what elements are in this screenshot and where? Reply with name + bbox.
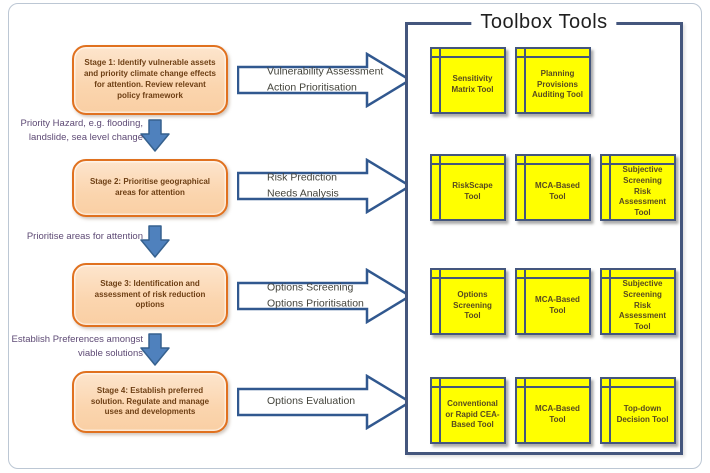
tool-label: Planning Provisions Auditing Tool [532, 68, 583, 100]
tool-label: MCA-Based Tool [535, 181, 580, 201]
tool-topbar [432, 386, 504, 388]
tool-box-riskscape: RiskScape Tool [430, 154, 506, 221]
tool-leftbar [439, 49, 441, 112]
tool-box-top-down-decision: Top-down Decision Tool [600, 377, 676, 444]
tool-box-subjective-screening: Subjective Screening Risk Assessment Too… [600, 154, 676, 221]
toolbox-row-2: RiskScape Tool MCA-Based Tool Subjective… [430, 154, 676, 221]
stage-box-3: Stage 3: Identification and assessment o… [72, 263, 228, 327]
tool-leftbar [439, 270, 441, 333]
down-arrow-icon [140, 119, 170, 153]
tool-box-planning-provisions: Planning Provisions Auditing Tool [515, 47, 591, 114]
tool-leftbar [524, 270, 526, 333]
tool-topbar [432, 56, 504, 58]
tool-label: MCA-Based Tool [535, 295, 580, 315]
tool-leftbar [439, 379, 441, 442]
tool-leftbar [524, 156, 526, 219]
process-arrow-3: Options Screening Options Prioritisation [237, 268, 412, 324]
stage-box-1: Stage 1: Identify vulnerable assets and … [72, 45, 228, 115]
down-arrow-icon [140, 225, 170, 259]
tool-topbar [517, 386, 589, 388]
process-arrow-4: Options Evaluation [237, 374, 412, 430]
tool-leftbar [609, 156, 611, 219]
stage-box-2: Stage 2: Prioritise geographical areas f… [72, 159, 228, 217]
process-arrow-label: Options Screening Options Prioritisation [267, 280, 364, 312]
process-arrow-label: Risk Prediction Needs Analysis [267, 170, 339, 202]
tool-label: MCA-Based Tool [535, 404, 580, 424]
process-arrow-label: Options Evaluation [267, 394, 355, 410]
toolbox-row-1: Sensitivity Matrix Tool Planning Provisi… [430, 47, 591, 114]
tool-label: Top-down Decision Tool [616, 404, 669, 424]
tool-box-options-screening: Options Screening Tool [430, 268, 506, 335]
tool-label: RiskScape Tool [452, 181, 493, 201]
tool-topbar [602, 163, 674, 165]
process-arrow-line1: Options Screening [267, 281, 354, 294]
tool-topbar [517, 277, 589, 279]
process-arrow-line2: Action Prioritisation [267, 81, 357, 93]
toolbox-row-3: Options Screening Tool MCA-Based Tool Su… [430, 268, 676, 335]
process-arrow-line1: Options Evaluation [267, 395, 356, 408]
process-arrow-line1: Vulnerability Assessment [267, 65, 384, 78]
tool-box-mca-based: MCA-Based Tool [515, 154, 591, 221]
tool-leftbar [609, 270, 611, 333]
tool-label: Subjective Screening Risk Assessment Too… [618, 279, 667, 332]
tool-topbar [517, 163, 589, 165]
tool-box-sensitivity-matrix: Sensitivity Matrix Tool [430, 47, 506, 114]
toolbox-row-4: Conventional or Rapid CEA-Based Tool MCA… [430, 377, 676, 444]
tool-label: Options Screening Tool [453, 289, 492, 321]
process-arrow-1: Vulnerability Assessment Action Prioriti… [237, 52, 412, 108]
tool-label: Subjective Screening Risk Assessment Too… [618, 165, 667, 218]
tool-box-mca-based: MCA-Based Tool [515, 377, 591, 444]
tool-leftbar [439, 156, 441, 219]
side-label-priority-hazard: Priority Hazard, e.g. flooding, landslid… [20, 118, 143, 143]
toolbox-frame: Toolbox Tools Sensitivity Matrix Tool Pl… [405, 11, 683, 455]
side-label-establish-preferences: Establish Preferences amongst viable sol… [11, 334, 143, 359]
process-arrow-line2: Options Prioritisation [267, 297, 364, 309]
tool-label: Conventional or Rapid CEA-Based Tool [445, 398, 500, 430]
down-arrow-icon [140, 333, 170, 367]
tool-label: Sensitivity Matrix Tool [451, 74, 494, 94]
tool-leftbar [609, 379, 611, 442]
side-label-prioritise-areas: Prioritise areas for attention [26, 231, 143, 242]
tool-topbar [602, 386, 674, 388]
tool-topbar [432, 277, 504, 279]
tool-leftbar [524, 379, 526, 442]
tool-topbar [602, 277, 674, 279]
tool-box-subjective-screening: Subjective Screening Risk Assessment Too… [600, 268, 676, 335]
tool-box-cea-based: Conventional or Rapid CEA-Based Tool [430, 377, 506, 444]
process-arrow-line2: Needs Analysis [267, 187, 339, 199]
process-arrow-label: Vulnerability Assessment Action Prioriti… [267, 64, 383, 96]
tool-topbar [517, 56, 589, 58]
tool-leftbar [524, 49, 526, 112]
toolbox-title: Toolbox Tools [471, 11, 617, 34]
stage-box-4: Stage 4: Establish preferred solution. R… [72, 371, 228, 433]
process-arrow-2: Risk Prediction Needs Analysis [237, 158, 412, 214]
tool-box-mca-based: MCA-Based Tool [515, 268, 591, 335]
tool-topbar [432, 163, 504, 165]
process-arrow-line1: Risk Prediction [267, 171, 338, 184]
